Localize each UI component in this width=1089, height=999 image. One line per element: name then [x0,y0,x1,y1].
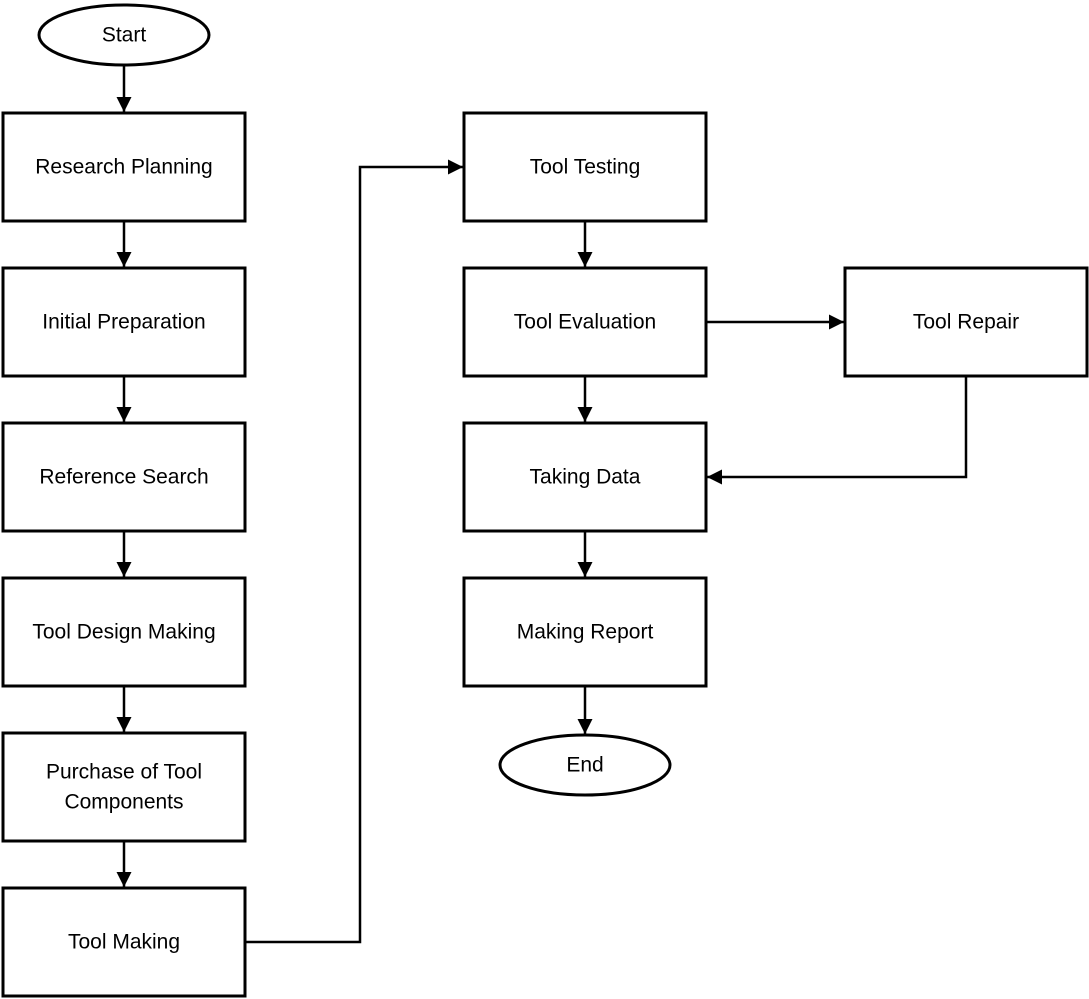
process-box [1,111,247,223]
node-label-making-report: Making Report [517,621,654,644]
terminal-shape [37,3,211,67]
node-label-initial-preparation: Initial Preparation [42,311,205,334]
node-label-research-planning: Research Planning [35,156,212,179]
node-tool-design-making: Tool Design Making [1,576,247,688]
arrow-tool-making-to-tool-testing [245,159,463,944]
node-label-tool-evaluation: Tool Evaluation [514,311,656,334]
process-box [843,266,1089,378]
arrow-tool-repair-to-taking-data [707,376,968,485]
process-box [462,576,708,688]
process-box [1,886,247,998]
connectors-group [116,65,968,944]
terminal-shape [498,733,672,797]
node-start: Start [37,3,211,67]
node-making-report: Making Report [462,576,708,688]
node-end: End [498,733,672,797]
process-box [1,421,247,533]
node-label-tool-repair: Tool Repair [913,311,1019,334]
process-box [1,266,247,378]
process-box [462,421,708,533]
node-reference-search: Reference Search [1,421,247,533]
node-label-start: Start [102,24,147,47]
node-label-tool-testing: Tool Testing [530,156,641,179]
process-box [462,266,708,378]
node-tool-repair: Tool Repair [843,266,1089,378]
node-tool-testing: Tool Testing [462,111,708,223]
node-tool-making: Tool Making [1,886,247,998]
node-label-reference-search: Reference Search [39,466,208,489]
node-label-purchase-of-tool-components: Purchase of Tool [46,761,202,784]
node-research-planning: Research Planning [1,111,247,223]
node-label-purchase-of-tool-components: Components [64,791,183,814]
node-label-tool-design-making: Tool Design Making [32,621,215,644]
process-box [462,111,708,223]
node-initial-preparation: Initial Preparation [1,266,247,378]
process-box [1,576,247,688]
node-label-taking-data: Taking Data [530,466,641,489]
node-label-tool-making: Tool Making [68,931,180,954]
node-taking-data: Taking Data [462,421,708,533]
process-box [1,731,247,843]
node-tool-evaluation: Tool Evaluation [462,266,708,378]
node-label-end: End [566,754,603,777]
